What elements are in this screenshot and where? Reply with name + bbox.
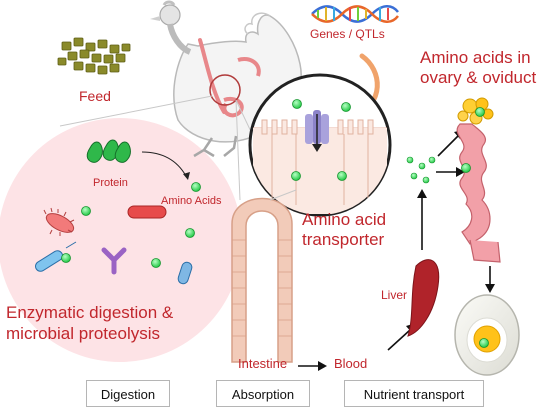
digestion-label-line2: microbial proteolysis xyxy=(6,324,160,343)
ovary-oviduct-icon xyxy=(456,97,501,263)
protein-label: Protein xyxy=(93,177,128,189)
genes-label: Genes / QTLs xyxy=(310,27,385,41)
amino-acid-dots xyxy=(61,182,201,268)
ovary-label-line1: Amino acids in xyxy=(420,48,531,67)
dna-helix-icon xyxy=(311,5,399,23)
intestine-to-blood-arrow xyxy=(298,361,327,371)
blood-label: Blood xyxy=(334,356,368,371)
liver-icon xyxy=(407,259,440,337)
stage-digestion-box: Digestion xyxy=(86,380,170,407)
stage-absorption-box: Absorption xyxy=(216,380,310,407)
oviduct-to-egg-arrow xyxy=(485,266,495,293)
protein-to-amino-arrow xyxy=(141,151,187,177)
digestion-zone xyxy=(0,118,242,362)
circulating-amino-acids xyxy=(406,156,436,184)
transporter-protein-icon xyxy=(305,110,329,152)
intestine-label: Intestine xyxy=(238,356,288,371)
protein-icon xyxy=(86,139,131,163)
digestion-label-line1: Enzymatic digestion & xyxy=(6,303,174,322)
microbes-icon xyxy=(35,205,193,285)
liver-to-blood-arrow xyxy=(417,189,427,250)
feed-label: Feed xyxy=(79,88,111,104)
ovary-label-line2: ovary & oviduct xyxy=(420,68,537,87)
transporter-label-line1: Amino acid xyxy=(302,210,387,229)
transporter-zoom-circle xyxy=(248,73,392,217)
stage-nutrient-transport-box: Nutrient transport xyxy=(344,380,484,407)
amino-acids-label: Amino Acids xyxy=(161,195,222,207)
transporter-label-line2: transporter xyxy=(302,230,385,249)
feed-pellets-icon xyxy=(57,37,131,75)
liver-label: Liver xyxy=(381,288,408,302)
intestine-villus-icon xyxy=(231,189,297,363)
egg-icon xyxy=(454,294,520,376)
